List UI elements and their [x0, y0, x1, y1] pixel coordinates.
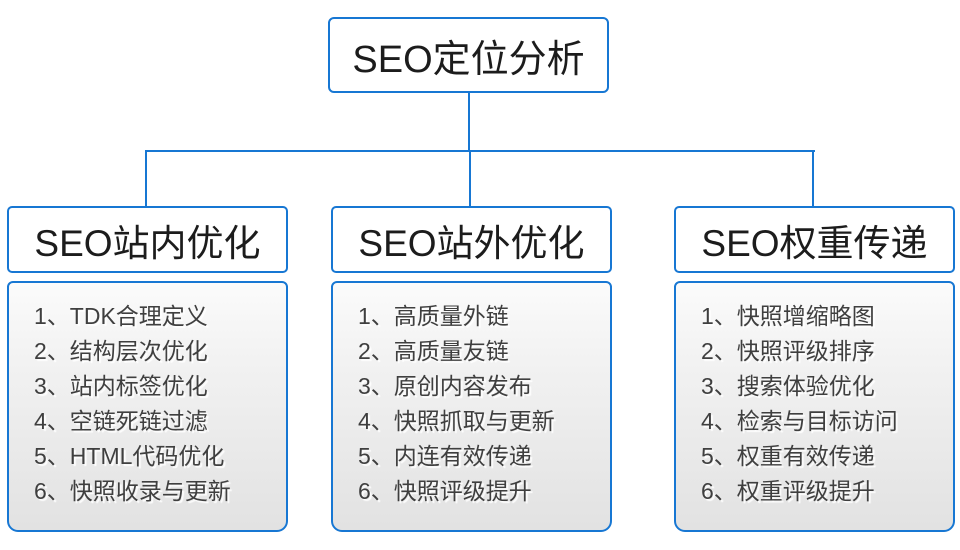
list-item: 1、高质量外链	[358, 303, 509, 329]
connector-drop-right	[812, 150, 814, 206]
connector-horizontal-bar	[145, 150, 815, 152]
list-item: 6、权重评级提升	[701, 478, 875, 504]
root-node: SEO定位分析	[328, 17, 609, 93]
list-item: 2、结构层次优化	[34, 338, 208, 364]
list-item: 3、原创内容发布	[358, 373, 532, 399]
column-header-onsite: SEO站内优化	[7, 206, 288, 273]
list-item: 4、检索与目标访问	[701, 408, 898, 434]
column-header-offsite: SEO站外优化	[331, 206, 612, 273]
column-header-weight: SEO权重传递	[674, 206, 955, 273]
list-item: 5、内连有效传递	[358, 443, 532, 469]
root-node-title: SEO定位分析	[352, 38, 585, 81]
list-item: 1、TDK合理定义	[34, 303, 208, 329]
list-item: 5、HTML代码优化	[34, 443, 225, 469]
list-item: 1、快照增缩略图	[701, 303, 875, 329]
column-list-onsite: 1、TDK合理定义 2、结构层次优化 3、站内标签优化 4、空链死链过滤 5、H…	[7, 281, 288, 532]
connector-drop-middle	[469, 150, 471, 206]
list-item: 2、高质量友链	[358, 338, 509, 364]
list-item: 2、快照评级排序	[701, 338, 875, 364]
connector-root-stem	[468, 92, 470, 151]
connector-drop-left	[145, 150, 147, 206]
column-list-weight: 1、快照增缩略图 2、快照评级排序 3、搜索体验优化 4、检索与目标访问 5、权…	[674, 281, 955, 532]
column-header-offsite-title: SEO站外优化	[358, 222, 585, 264]
column-list-offsite: 1、高质量外链 2、高质量友链 3、原创内容发布 4、快照抓取与更新 5、内连有…	[331, 281, 612, 532]
list-item: 4、快照抓取与更新	[358, 408, 555, 434]
list-item: 3、站内标签优化	[34, 373, 208, 399]
list-item: 6、快照收录与更新	[34, 478, 231, 504]
column-header-weight-title: SEO权重传递	[701, 222, 928, 264]
list-item: 4、空链死链过滤	[34, 408, 208, 434]
column-header-onsite-title: SEO站内优化	[34, 222, 261, 264]
list-item: 3、搜索体验优化	[701, 373, 875, 399]
list-item: 5、权重有效传递	[701, 443, 875, 469]
list-item: 6、快照评级提升	[358, 478, 532, 504]
